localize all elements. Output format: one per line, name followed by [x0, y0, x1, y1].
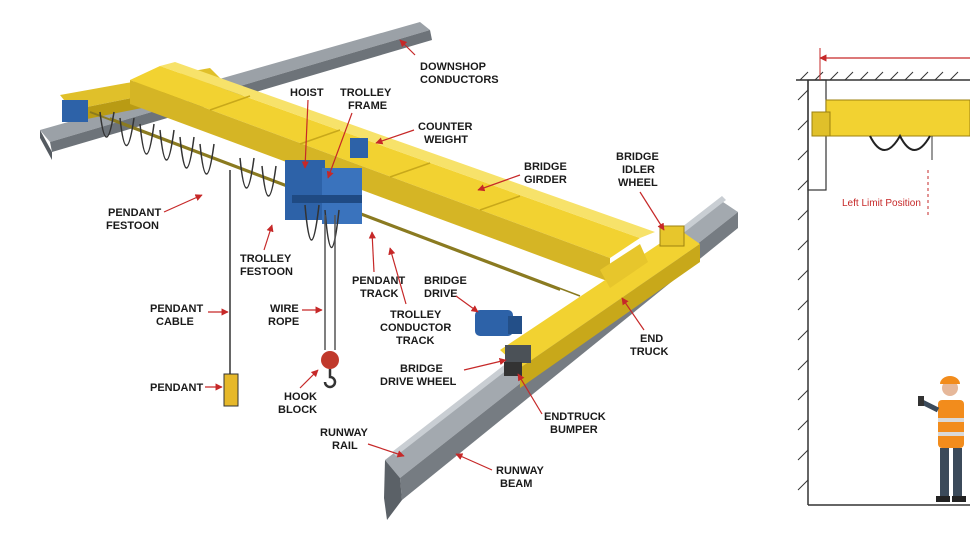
label-end-truck: END TRUCK	[630, 333, 669, 358]
label-bridge-drive-wheel-line-1: BRIDGE	[400, 363, 443, 375]
label-hook-block-line-1: HOOK	[284, 391, 317, 403]
label-pendant-cable-line-2: CABLE	[156, 316, 194, 328]
label-bridge-drive-wheel-line-2: DRIVE WHEEL	[380, 376, 457, 388]
label-pendant-track-line-1: PENDANT	[352, 275, 405, 287]
bridge-girder-shape	[130, 62, 655, 282]
label-trolley-frame-line-2: FRAME	[348, 100, 387, 112]
label-pendant-cable: PENDANT CABLE	[150, 303, 206, 328]
worker-figure-icon	[918, 376, 966, 502]
label-bridge-girder: BRIDGE GIRDER	[524, 161, 570, 186]
label-runway-beam: RUNWAY BEAM	[496, 465, 547, 490]
label-pendant-festoon-line-2: FESTOON	[106, 220, 159, 232]
bridge-drive-motor	[475, 310, 522, 336]
left-limit-position-label: Left Limit Position	[842, 198, 921, 209]
label-counter-weight: COUNTER WEIGHT	[418, 121, 475, 146]
label-trolley-frame-line-1: TROLLEY	[340, 87, 392, 99]
front-end-truck	[500, 225, 700, 388]
crane-illustration	[40, 22, 738, 520]
label-end-truck-line-2: TRUCK	[630, 346, 669, 358]
label-downshop-conductors-line-1: DOWNSHOP	[420, 61, 486, 73]
label-trolley-frame: TROLLEY FRAME	[340, 87, 394, 112]
label-pendant-track-line-2: TRACK	[360, 288, 399, 300]
hook-block-sheave	[321, 351, 339, 369]
label-runway-beam-line-1: RUNWAY	[496, 465, 545, 477]
label-bridge-idler-wheel: BRIDGE IDLER WHEEL	[616, 151, 662, 189]
label-bridge-drive-line-2: DRIVE	[424, 288, 458, 300]
label-runway-rail-line-2: RAIL	[332, 440, 358, 452]
label-bridge-drive: BRIDGE DRIVE	[424, 275, 470, 300]
label-bridge-girder-line-2: GIRDER	[524, 174, 567, 186]
label-counter-weight-line-1: COUNTER	[418, 121, 472, 133]
label-end-truck-line-1: END	[640, 333, 663, 345]
label-trolley-conductor-track-line-1: TROLLEY	[390, 309, 442, 321]
label-hook-block: HOOK BLOCK	[278, 391, 320, 416]
label-wire-rope-line-1: WIRE	[270, 303, 299, 315]
label-pendant-track: PENDANT TRACK	[352, 275, 408, 300]
label-bridge-idler-wheel-line-2: IDLER	[622, 164, 655, 176]
label-bridge-girder-line-1: BRIDGE	[524, 161, 567, 173]
label-downshop-conductors-line-2: CONDUCTORS	[420, 74, 499, 86]
label-pendant-cable-line-1: PENDANT	[150, 303, 203, 315]
label-wire-rope-line-2: ROPE	[268, 316, 299, 328]
label-runway-rail: RUNWAY RAIL	[320, 427, 371, 452]
label-hoist: HOIST	[290, 87, 324, 99]
label-bridge-idler-wheel-line-1: BRIDGE	[616, 151, 659, 163]
label-bridge-drive-wheel: BRIDGE DRIVE WHEEL	[380, 363, 457, 388]
label-pendant-festoon: PENDANT FESTOON	[106, 207, 164, 232]
label-downshop-conductors: DOWNSHOP CONDUCTORS	[420, 61, 499, 86]
label-counter-weight-line-2: WEIGHT	[424, 134, 468, 146]
festoon-cables	[99, 111, 340, 248]
label-bridge-idler-wheel-line-3: WHEEL	[618, 177, 658, 189]
label-runway-rail-line-1: RUNWAY	[320, 427, 369, 439]
label-hoist-line-1: HOIST	[290, 87, 324, 99]
label-pendant: PENDANT	[150, 382, 203, 394]
pendant-control	[223, 373, 239, 407]
label-trolley-festoon-line-1: TROLLEY	[240, 253, 292, 265]
hook-icon	[323, 369, 337, 389]
label-wire-rope: WIRE ROPE	[268, 303, 302, 328]
label-trolley-conductor-track: TROLLEY CONDUCTOR TRACK	[380, 309, 454, 347]
labels: DOWNSHOP CONDUCTORS HOIST TROLLEY FRAME …	[106, 39, 669, 490]
label-pendant-line-1: PENDANT	[150, 382, 203, 394]
label-endtruck-bumper-line-2: BUMPER	[550, 424, 598, 436]
label-trolley-festoon-line-2: FESTOON	[240, 266, 293, 278]
label-hook-block-line-2: BLOCK	[278, 404, 317, 416]
label-trolley-conductor-track-line-3: TRACK	[396, 335, 435, 347]
label-trolley-festoon: TROLLEY FESTOON	[240, 253, 294, 278]
label-pendant-festoon-line-1: PENDANT	[108, 207, 161, 219]
label-runway-beam-line-2: BEAM	[500, 478, 532, 490]
label-endtruck-bumper: ENDTRUCK BUMPER	[544, 411, 609, 436]
label-trolley-conductor-track-line-2: CONDUCTOR	[380, 322, 451, 334]
side-view-illustration: Left Limit Position	[796, 48, 970, 506]
label-bridge-drive-line-1: BRIDGE	[424, 275, 467, 287]
label-endtruck-bumper-line-1: ENDTRUCK	[544, 411, 606, 423]
